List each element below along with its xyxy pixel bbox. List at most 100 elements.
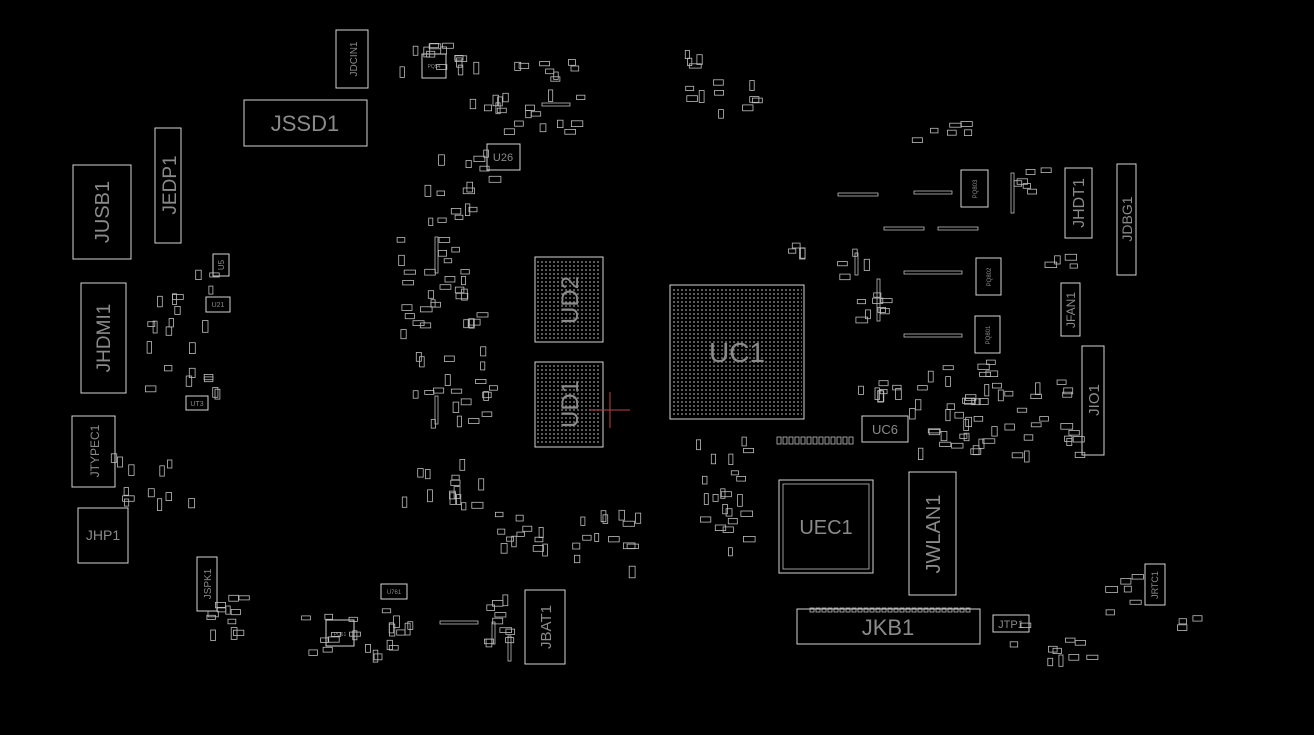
component-jhdmi1[interactable]: JHDMI1 xyxy=(80,282,127,394)
passive-pad xyxy=(986,359,996,365)
component-pq802[interactable]: PQ802 xyxy=(975,257,1002,296)
passive-pad xyxy=(232,629,245,636)
passive-pad xyxy=(714,524,727,531)
component-jedp1[interactable]: JEDP1 xyxy=(154,127,182,244)
passive-pad xyxy=(737,494,743,507)
passive-components-layer xyxy=(110,42,1203,667)
connector-pin xyxy=(821,607,827,613)
passive-pad xyxy=(460,275,466,286)
passive-pad xyxy=(1069,263,1078,269)
passive-pad xyxy=(618,509,625,521)
connector-pin xyxy=(941,607,947,613)
passive-pad xyxy=(511,535,517,548)
passive-pad xyxy=(188,342,196,355)
connector-pin xyxy=(845,607,851,613)
passive-pad xyxy=(419,306,433,313)
passive-pad xyxy=(964,398,976,405)
passive-pad xyxy=(686,95,698,102)
passive-pad xyxy=(722,526,734,533)
passive-pad xyxy=(1009,641,1019,648)
component-uec1[interactable]: UEC1 xyxy=(778,479,874,574)
passive-pad xyxy=(454,286,465,294)
passive-pad xyxy=(702,475,708,485)
passive-pad xyxy=(945,408,951,422)
passive-pad xyxy=(858,385,864,395)
passive-long-pad xyxy=(883,226,925,231)
component-jdbg1[interactable]: JDBG1 xyxy=(1116,163,1137,276)
passive-pad xyxy=(437,249,447,257)
passive-pad xyxy=(548,89,554,102)
component-jio1[interactable]: JIO1 xyxy=(1081,345,1105,456)
passive-pad xyxy=(545,68,555,75)
passive-pad xyxy=(752,97,763,104)
component-u26[interactable]: U26 xyxy=(486,143,521,171)
passive-long-pad xyxy=(913,190,953,195)
passive-pad xyxy=(874,387,880,400)
label-u5: U5 xyxy=(217,259,226,270)
passive-pad xyxy=(514,120,524,127)
component-jtypec1[interactable]: JTYPEC1 xyxy=(71,415,116,488)
passive-pad xyxy=(1058,654,1064,667)
component-u21[interactable]: U21 xyxy=(205,296,231,313)
component-jdcin1[interactable]: JDCIN1 xyxy=(335,29,369,89)
passive-pad xyxy=(684,50,690,60)
component-pq801[interactable]: PQ801 xyxy=(974,315,1001,354)
passive-pad xyxy=(972,445,980,456)
passive-pad xyxy=(718,109,724,119)
component-jrtc1[interactable]: JRTC1 xyxy=(1144,563,1166,606)
component-jkb1[interactable]: JKB1 xyxy=(796,608,981,645)
passive-pad xyxy=(230,627,238,640)
component-u5[interactable]: U5 xyxy=(212,253,230,277)
passive-pad xyxy=(940,430,948,442)
passive-pad xyxy=(444,374,451,386)
passive-pad xyxy=(696,439,701,451)
passive-pad xyxy=(977,363,990,370)
passive-pad xyxy=(427,290,434,299)
passive-pad xyxy=(574,554,581,564)
passive-pad xyxy=(415,351,422,362)
connector-pin xyxy=(947,607,953,613)
passive-pad xyxy=(539,61,550,67)
component-ut3[interactable]: UT3 xyxy=(185,395,209,411)
passive-pad xyxy=(992,382,1002,389)
component-ud2[interactable]: UD2 xyxy=(534,256,604,343)
passive-pad xyxy=(122,495,135,502)
passive-pad xyxy=(453,486,461,500)
component-uc1[interactable]: UC1 xyxy=(669,284,805,420)
passive-pad xyxy=(449,490,456,500)
passive-long-pad xyxy=(439,620,479,625)
component-jwlan1[interactable]: JWLAN1 xyxy=(908,471,957,596)
component-u761[interactable]: U761 xyxy=(380,583,408,600)
component-jhp1[interactable]: JHP1 xyxy=(77,507,129,564)
passive-long-pad xyxy=(837,192,879,197)
component-ud1[interactable]: UD1 xyxy=(534,361,604,448)
passive-pad xyxy=(856,299,866,305)
passive-pad xyxy=(401,304,413,311)
passive-pad xyxy=(525,104,535,111)
component-jtp1[interactable]: JTP1 xyxy=(992,614,1030,633)
component-jhdt1[interactable]: JHDT1 xyxy=(1064,167,1093,239)
component-pu61[interactable]: PU61 xyxy=(325,619,355,647)
passive-pad xyxy=(518,62,530,69)
component-pq54[interactable]: PQ54 xyxy=(421,53,447,79)
connector-pin xyxy=(869,607,875,613)
component-jssd1[interactable]: JSSD1 xyxy=(243,99,368,147)
component-pq803[interactable]: PQ803 xyxy=(960,169,989,208)
passive-pad xyxy=(174,305,181,315)
passive-pad xyxy=(525,110,532,119)
component-uc6[interactable]: UC6 xyxy=(861,415,909,443)
component-jusb1[interactable]: JUSB1 xyxy=(72,164,132,260)
passive-pad xyxy=(713,79,724,86)
passive-pad xyxy=(1192,615,1203,622)
passive-pad xyxy=(514,61,522,71)
connector-pin xyxy=(959,607,965,613)
label-pq802: PQ802 xyxy=(987,267,993,286)
passive-pad xyxy=(320,637,330,643)
label-jspk1: JSPK1 xyxy=(203,568,214,599)
component-jspk1[interactable]: JSPK1 xyxy=(196,556,218,612)
passive-pad xyxy=(203,373,214,381)
component-jfan1[interactable]: JFAN1 xyxy=(1060,282,1081,337)
passive-pad xyxy=(880,298,893,304)
component-jbat1[interactable]: JBAT1 xyxy=(524,589,566,665)
